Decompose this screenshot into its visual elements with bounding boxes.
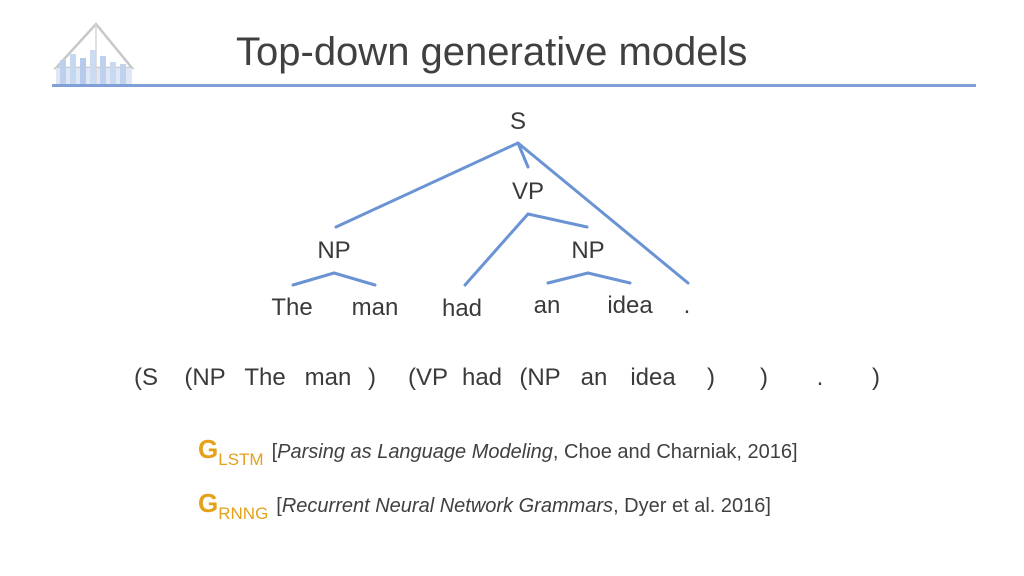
- edge-s-vp: [516, 141, 530, 169]
- slide-title: Top-down generative models: [236, 30, 748, 74]
- bracket-token: The: [244, 364, 286, 391]
- reference-subscript: RNNG: [218, 504, 269, 523]
- reference-grnng: GRNNG [Recurrent Neural Network Grammars,…: [198, 488, 771, 523]
- edge-vp-had: [463, 212, 530, 287]
- title-underline: [52, 84, 976, 87]
- bracket-token: .: [816, 364, 824, 391]
- edge-np-an: [546, 271, 590, 285]
- bracket-token: ): [368, 364, 376, 391]
- bracket-token: (NP: [184, 364, 226, 391]
- bracket-token: (S: [134, 364, 158, 391]
- reference-title: Recurrent Neural Network Grammars: [281, 495, 614, 517]
- word-an: an: [533, 292, 561, 319]
- bracket-token: ): [760, 364, 768, 391]
- bracket-token: man: [304, 364, 352, 391]
- node-np-object: NP: [571, 237, 605, 264]
- edge-vp-np: [526, 212, 589, 229]
- node-s: S: [509, 108, 527, 135]
- bracket-token: ): [707, 364, 715, 391]
- reference-open-bracket: [: [271, 441, 278, 463]
- edge-s-np: [334, 141, 520, 229]
- reference-title: Parsing as Language Modeling: [277, 441, 553, 463]
- reference-authors: , Dyer et al. 2016]: [613, 495, 771, 517]
- bracket-token: idea: [630, 364, 676, 391]
- edge-np-idea: [586, 271, 632, 285]
- word-man: man: [351, 294, 399, 321]
- node-vp: VP: [511, 178, 545, 205]
- reference-authors: , Choe and Charniak, 2016]: [552, 441, 798, 463]
- bracket-token: ): [872, 364, 880, 391]
- bracket-token: (NP: [519, 364, 561, 391]
- reference-glstm: GLSTM [Parsing as Language Modeling, Choe…: [198, 434, 798, 469]
- reference-subscript: LSTM: [218, 450, 264, 469]
- edge-np-man: [332, 271, 377, 287]
- bracket-token: (VP: [407, 364, 449, 391]
- reference-g: G: [198, 488, 219, 518]
- reference-g: G: [198, 434, 219, 464]
- word-period: .: [683, 292, 691, 319]
- reference-open-bracket: [: [276, 495, 282, 517]
- node-np-subject: NP: [317, 237, 351, 264]
- bracket-token: had: [461, 364, 503, 391]
- word-the: The: [271, 294, 313, 321]
- word-idea: idea: [607, 292, 653, 319]
- edge-s-period: [516, 141, 690, 285]
- logo: [53, 22, 135, 84]
- bracket-token: an: [580, 364, 608, 391]
- edge-np-the: [291, 271, 336, 287]
- word-had: had: [441, 295, 483, 322]
